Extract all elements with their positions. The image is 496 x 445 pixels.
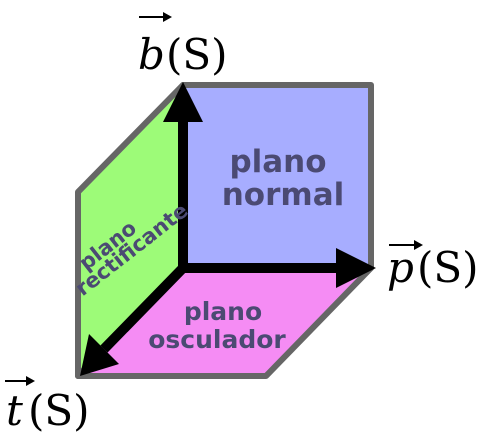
plane-osculador-label-line1: plano — [184, 297, 262, 326]
binormal-label: b (S) — [138, 12, 228, 79]
binormal-symbol: b — [138, 30, 165, 79]
binormal-arrow — [163, 82, 203, 268]
tangent-label: t (S) — [5, 376, 90, 435]
principal-normal-symbol: p — [387, 243, 414, 292]
tangent-arrow — [80, 264, 187, 376]
plane-normal-label-line2: normal — [222, 177, 345, 213]
principal-normal-argument: (S) — [417, 243, 479, 292]
binormal-argument: (S) — [166, 30, 228, 79]
tangent-argument: (S) — [28, 386, 90, 435]
tangent-symbol: t — [6, 386, 23, 435]
principal-normal-label: p (S) — [387, 240, 479, 292]
plane-normal-label-line1: plano — [229, 144, 326, 180]
principal-normal-arrow — [183, 248, 376, 288]
plane-osculador-label-line2: osculador — [148, 325, 286, 354]
